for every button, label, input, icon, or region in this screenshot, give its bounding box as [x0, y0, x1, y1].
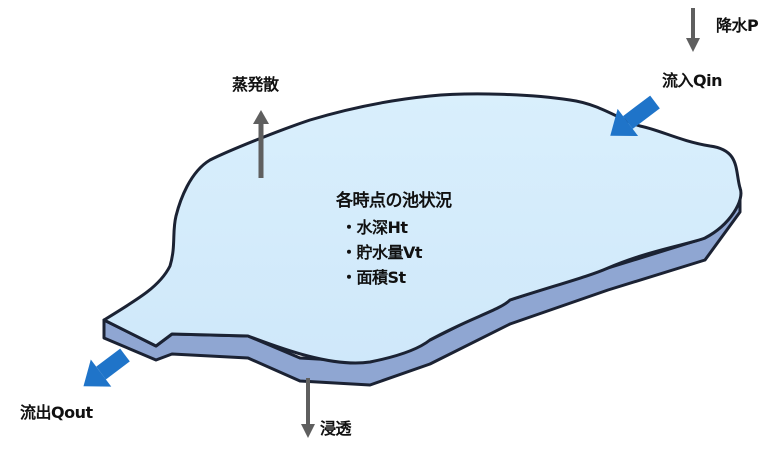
evaporation-label: 蒸発散	[232, 75, 279, 94]
evaporation-arrow-icon	[253, 110, 269, 178]
infiltration-label: 浸透	[320, 419, 352, 438]
precipitation-label: 降水P	[716, 16, 759, 35]
pond-state-item-depth: ・水深Ht	[341, 218, 408, 237]
outflow-arrow-icon	[83, 348, 130, 387]
pond-state-title: 各時点の池状況	[336, 191, 452, 211]
pond-state-item-area: ・面積St	[341, 268, 406, 287]
inflow-arrow-icon	[610, 95, 660, 137]
outflow-label: 流出Qout	[20, 403, 93, 422]
inflow-label: 流入Qin	[662, 71, 722, 90]
precipitation-arrow-icon	[686, 8, 700, 52]
pond-state-item-volume: ・貯水量Vt	[341, 243, 423, 262]
infiltration-arrow-icon	[301, 378, 315, 438]
pond-water-surface	[102, 92, 743, 365]
